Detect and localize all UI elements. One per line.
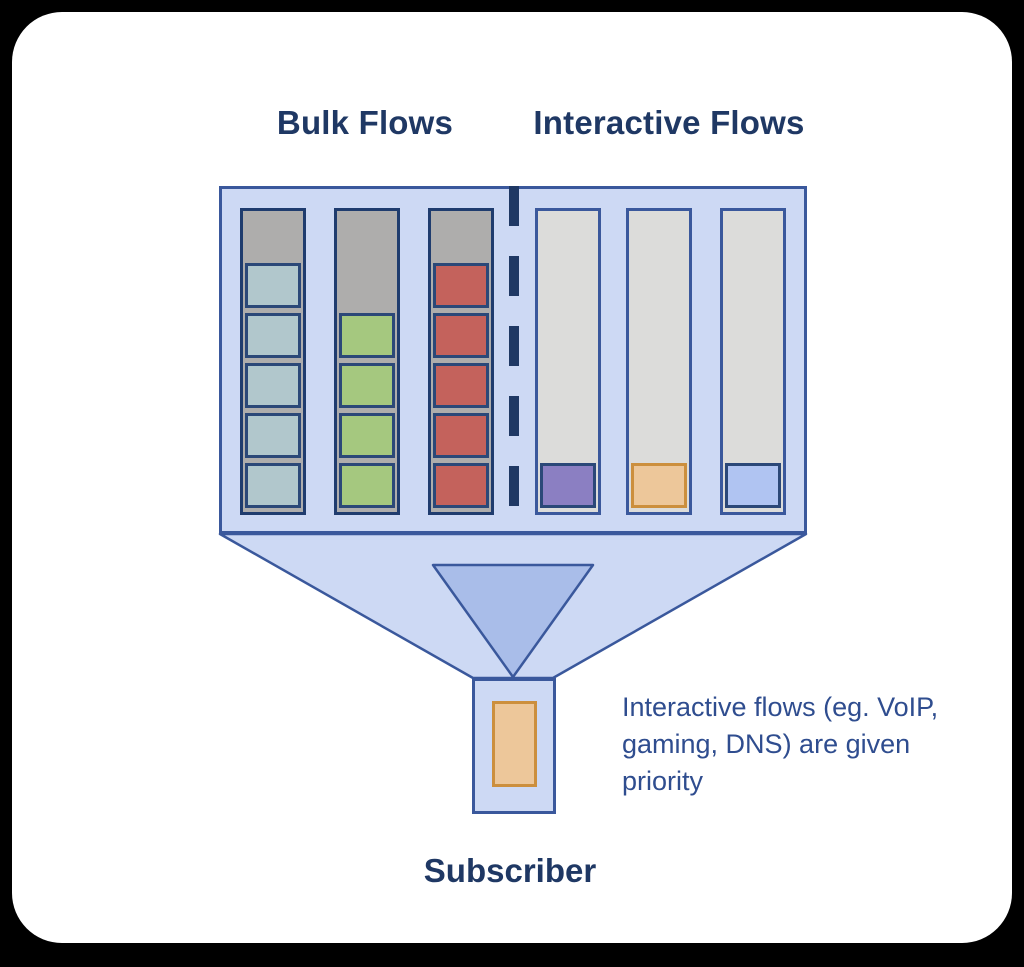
flow-divider-dashed-line	[509, 186, 519, 534]
packet-block-bulk-3-1	[433, 463, 489, 508]
canvas-card: Bulk Flows Interactive Flows Interactive…	[12, 12, 1012, 943]
bulk-flows-title: Bulk Flows	[277, 104, 453, 142]
packet-block-interactive-1-1	[540, 463, 596, 508]
packet-block-bulk-1-3	[245, 363, 301, 408]
queue-interactive-1	[535, 208, 601, 515]
queue-interactive-3	[720, 208, 786, 515]
queue-bulk-2	[334, 208, 400, 515]
queue-interactive-2	[626, 208, 692, 515]
subscriber-label: Subscriber	[424, 852, 596, 890]
packet-block-bulk-1-1	[245, 463, 301, 508]
priority-annotation: Interactive flows (eg. VoIP, gaming, DNS…	[622, 689, 954, 800]
packet-block-bulk-1-5	[245, 263, 301, 308]
packet-block-bulk-2-3	[339, 363, 395, 408]
subscriber-pipe	[472, 678, 556, 814]
packet-block-bulk-3-3	[433, 363, 489, 408]
packet-block-interactive-2-1	[631, 463, 687, 508]
packet-block-bulk-3-5	[433, 263, 489, 308]
diagram-stage: Bulk Flows Interactive Flows Interactive…	[12, 12, 1012, 943]
interactive-flows-title: Interactive Flows	[533, 104, 804, 142]
funnel-inner-triangle	[433, 565, 593, 677]
packet-block-bulk-1-2	[245, 413, 301, 458]
queue-bulk-1	[240, 208, 306, 515]
packet-block-bulk-2-4	[339, 313, 395, 358]
pipe-packet-block	[492, 701, 537, 787]
packet-block-bulk-2-1	[339, 463, 395, 508]
queue-bulk-3	[428, 208, 494, 515]
hopper-panel	[219, 186, 807, 534]
packet-block-bulk-1-4	[245, 313, 301, 358]
packet-block-bulk-2-2	[339, 413, 395, 458]
packet-block-bulk-3-4	[433, 313, 489, 358]
packet-block-bulk-3-2	[433, 413, 489, 458]
funnel-body	[220, 534, 806, 678]
packet-block-interactive-3-1	[725, 463, 781, 508]
